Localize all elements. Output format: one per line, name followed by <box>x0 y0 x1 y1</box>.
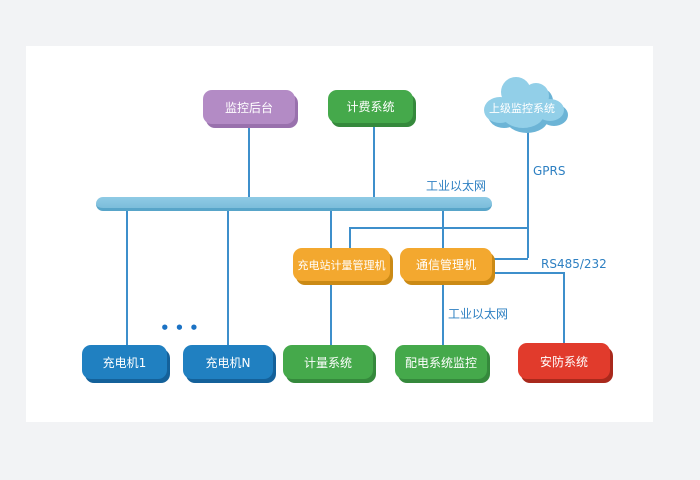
node-upper-monitoring-cloud <box>474 72 578 148</box>
industrial-ethernet-bus <box>96 197 492 211</box>
node-communication-manager: 通信管理机 <box>400 248 492 281</box>
edge-backend-to-bus <box>248 124 250 197</box>
node-charger-1-label: 充电机1 <box>102 355 147 370</box>
node-monitoring-backend: 监控后台 <box>203 90 295 124</box>
edge-bus-to-charger1 <box>126 211 128 345</box>
edge-cloud-gprs <box>527 130 529 258</box>
label-industrial-ethernet-link: 工业以太网 <box>448 307 509 321</box>
node-charger-n-label: 充电机N <box>205 355 251 370</box>
node-charger-n: 充电机N <box>183 345 273 379</box>
node-communication-manager-label: 通信管理机 <box>415 258 476 272</box>
node-metering-system: 计量系统 <box>283 345 373 379</box>
node-station-metering-manager: 充电站计量管理机 <box>293 248 390 281</box>
node-security-system-label: 安防系统 <box>539 354 588 369</box>
node-upper-monitoring-label: 上级监控系统 <box>489 102 555 115</box>
node-monitoring-backend-label: 监控后台 <box>224 100 273 115</box>
edge-commmgr-to-cloudline <box>492 258 528 260</box>
cloud-icon <box>484 77 568 133</box>
node-billing-system-label: 计费系统 <box>346 100 395 114</box>
node-billing-system: 计费系统 <box>328 90 413 123</box>
node-charger-1: 充电机1 <box>82 345 167 379</box>
node-metering-system-label: 计量系统 <box>303 355 352 370</box>
edge-bus-to-chargerN <box>227 211 229 345</box>
edge-billing-to-bus <box>373 123 375 197</box>
node-power-distribution-monitor-label: 配电系统监控 <box>404 355 477 370</box>
label-industrial-ethernet-bus: 工业以太网 <box>426 179 487 193</box>
node-station-metering-manager-label: 充电站计量管理机 <box>297 258 386 272</box>
node-security-system: 安防系统 <box>518 343 610 379</box>
chargers-ellipsis: ••• <box>160 319 204 337</box>
edge-rs485-to-security <box>563 272 565 343</box>
edge-cloud-branch-h <box>349 227 527 229</box>
label-rs485-232: RS485/232 <box>541 257 607 271</box>
label-gprs: GPRS <box>533 164 566 178</box>
edge-branch-to-meter-mgr <box>349 227 351 248</box>
edge-commmgr-rs485-h <box>492 272 564 274</box>
node-power-distribution-monitor: 配电系统监控 <box>395 345 487 379</box>
